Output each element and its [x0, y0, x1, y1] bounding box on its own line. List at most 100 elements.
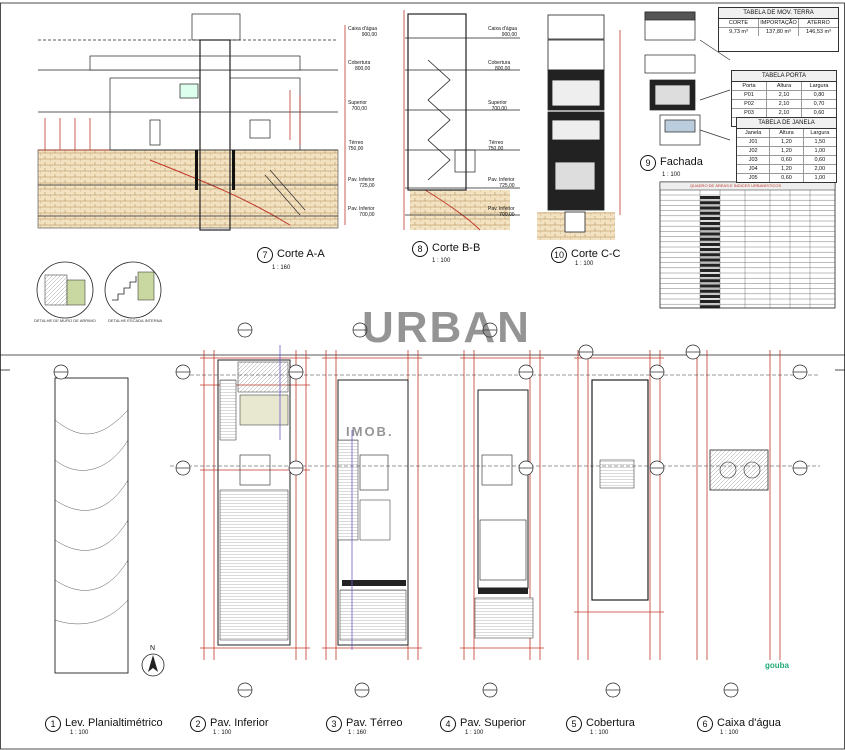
areas-table-rows	[660, 190, 835, 309]
level-name: Superior	[348, 100, 367, 106]
lev-planialtimetrico-plan	[54, 377, 165, 677]
table-cell: 146,53 m³	[806, 29, 831, 35]
stamp-logo: gouba	[765, 661, 789, 670]
level-name: Superior	[488, 100, 507, 106]
view-scale: 1 : 100	[213, 730, 232, 736]
view-number-bubble: 4	[440, 716, 456, 732]
view-title: Corte C-C	[571, 248, 621, 260]
table-cell: P02	[732, 100, 767, 108]
view-number-bubble: 6	[697, 716, 713, 732]
level-value: 900,00	[501, 32, 518, 38]
pav-superior-plan	[460, 350, 544, 660]
pav-inferior-plan	[200, 345, 310, 660]
table-cell: P01	[732, 91, 767, 99]
table-cell: 1,00	[814, 148, 826, 154]
level-name: Caixa d'água	[348, 26, 378, 32]
detail-muro-arrimo	[36, 261, 94, 319]
areas-table-cell-mark	[700, 237, 720, 241]
view-number-bubble: 10	[551, 247, 567, 263]
level-name: Pav. Inferior	[488, 206, 515, 212]
tabela-mov-terra: TABELA DE MOV. TERRA CORTE IMPORTAÇÃO AT…	[718, 7, 839, 52]
table-cell: 0,80	[813, 92, 825, 98]
view-number-bubble: 2	[190, 716, 206, 732]
table-cell: 137,80 m³	[759, 28, 799, 36]
quadro-title: QUADRO DE ÁREAS E ÍNDICES URBANÍSTICOS	[690, 183, 782, 188]
areas-table-cell-mark	[700, 206, 720, 210]
level-name: Térreo	[488, 140, 504, 146]
tabela-porta-title: TABELA PORTA	[732, 71, 836, 82]
view-number-bubble: 1	[45, 716, 61, 732]
level-value: 750,00	[348, 146, 364, 152]
level-value: 750,00	[488, 146, 504, 152]
areas-table-cell-mark	[700, 211, 720, 215]
table-cell: J04	[737, 165, 771, 173]
areas-table-cell-mark	[700, 222, 720, 226]
tabela-terra-value-row: 9,73 m³ 137,80 m³ 146,53 m³	[719, 28, 838, 36]
table-cell: 2,10	[767, 91, 802, 99]
view-scale: 1 : 100	[575, 261, 594, 267]
table-cell: 0,60	[770, 156, 804, 164]
level-name: Pav. Inferior	[348, 177, 375, 183]
table-header-cell: IMPORTAÇÃO	[759, 19, 799, 27]
table-cell: J05	[737, 174, 771, 182]
corte-cc-section	[537, 14, 621, 240]
level-name: Térreo	[348, 140, 364, 146]
areas-table	[659, 181, 836, 309]
caixa-dagua-plan	[696, 350, 781, 660]
level-name: Pav. Inferior	[488, 177, 515, 183]
table-header-cell: Altura	[767, 82, 802, 90]
view-title: Caixa d'água	[717, 717, 781, 729]
view-title: Cobertura	[586, 717, 635, 729]
areas-table-cell-mark	[700, 242, 720, 246]
view-scale: 1 : 160	[348, 730, 367, 736]
table-header-cell: ATERRO	[807, 20, 830, 26]
table-cell: 9,73 m³	[719, 28, 759, 36]
table-header-cell: Largura	[810, 130, 830, 136]
corte-aa-section	[37, 13, 346, 231]
level-name: Cobertura	[348, 60, 371, 66]
level-value: 700,00	[359, 212, 375, 218]
terrain-line	[149, 159, 291, 226]
table-cell: J02	[737, 147, 771, 155]
north-label: N	[150, 645, 156, 652]
view-number-bubble: 8	[412, 241, 428, 257]
tabela-terra-title: TABELA DE MOV. TERRA	[719, 8, 838, 19]
table-header-cell: Porta	[732, 82, 767, 90]
areas-table-cell-mark	[700, 274, 720, 278]
table-cell: J03	[737, 156, 771, 164]
table-header-cell: Altura	[770, 129, 804, 137]
table-cell: 1,50	[814, 139, 826, 145]
watermark-subtitle: IMOB.	[346, 424, 394, 439]
areas-table-cell-mark	[700, 279, 720, 283]
pav-terreo-plan	[322, 350, 422, 660]
table-cell: 2,00	[814, 166, 826, 172]
areas-table-cell-mark	[700, 294, 720, 298]
grid-axis-markers	[53, 322, 808, 698]
level-value: 700,00	[491, 106, 507, 112]
view-title: Corte B-B	[432, 242, 481, 254]
level-name: Caixa d'água	[488, 26, 518, 32]
view-title: Fachada	[660, 156, 703, 168]
areas-table-cell-mark	[700, 263, 720, 267]
level-name: Cobertura	[488, 60, 511, 66]
view-title: Lev. Planialtimétrico	[65, 717, 163, 729]
soil-fill	[38, 150, 338, 228]
areas-table-cell-mark	[700, 227, 720, 231]
table-cell: P03	[732, 109, 767, 117]
areas-table-cell-mark	[700, 216, 720, 220]
view-scale: 1 : 100	[432, 258, 451, 264]
view-scale: 1 : 100	[465, 730, 484, 736]
areas-table-cell-mark	[700, 196, 720, 200]
